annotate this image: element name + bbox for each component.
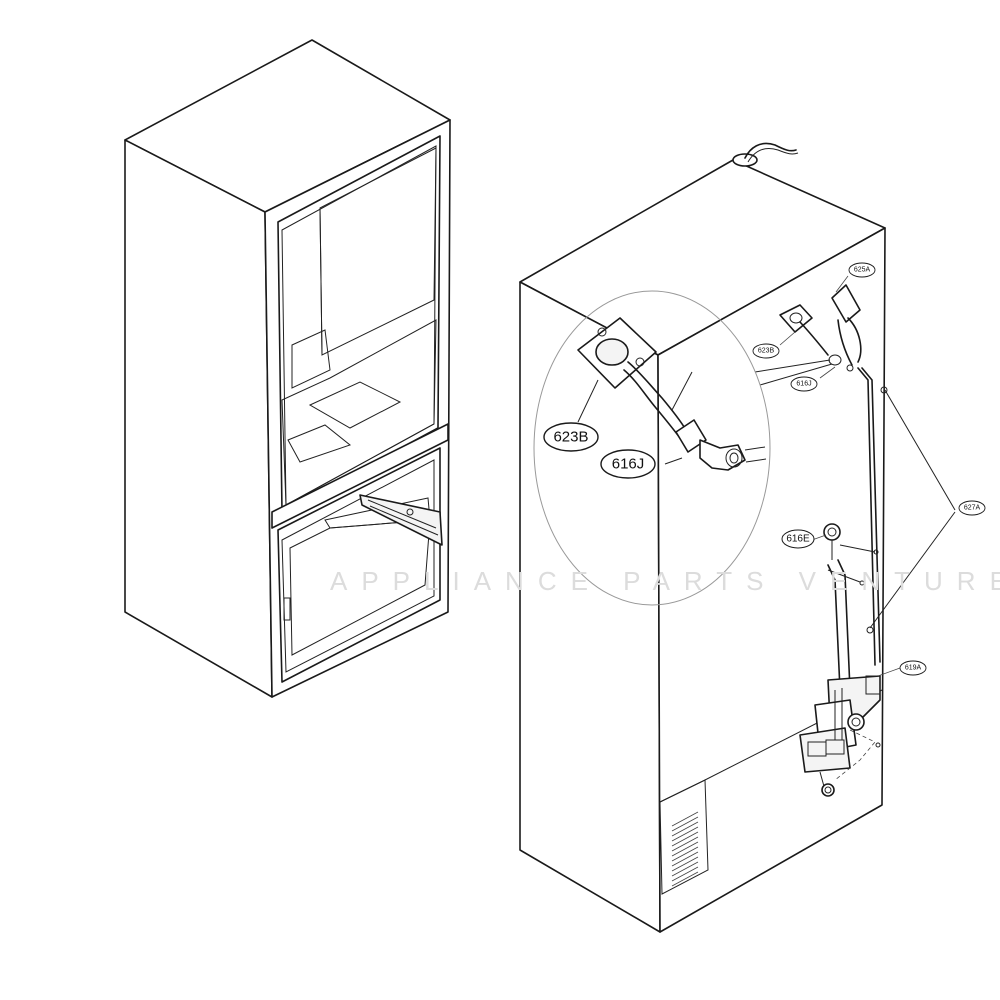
- water-tube-627a: [857, 367, 876, 666]
- front-cabinet-view: [124, 39, 451, 698]
- callout-625a: 625A: [848, 262, 876, 278]
- callout-627a-label: 627A: [964, 505, 981, 512]
- water-valve-619a: [799, 675, 881, 797]
- callout-616j: 616J: [790, 376, 818, 392]
- callout-619a: 619A: [899, 660, 927, 676]
- zoom-nut: [675, 419, 707, 453]
- callout-616j-zoom-label: 616J: [612, 456, 645, 473]
- callout-616e-label: 616E: [786, 534, 810, 545]
- watermark: APPLIANCE PARTS VENTURES: [330, 566, 1000, 596]
- rear-cabinet-view: [519, 142, 956, 933]
- callout-623b-zoom: 623B: [543, 422, 599, 452]
- inlet-valve-625a: [831, 284, 862, 366]
- callout-627a: 627A: [958, 500, 986, 516]
- callout-616e: 616E: [781, 529, 815, 549]
- callout-625a-label: 625A: [854, 267, 871, 274]
- callout-623b-label: 623B: [758, 348, 775, 355]
- clamp-616e: [823, 523, 879, 560]
- callout-616j-label: 616J: [796, 381, 811, 388]
- callout-616j-zoom: 616J: [600, 449, 656, 479]
- water-fitting-623b: [779, 304, 829, 356]
- callout-623b-zoom-label: 623B: [553, 429, 588, 446]
- detail-zoom-bubble: [533, 290, 833, 606]
- vent-grille: [671, 811, 699, 887]
- callout-619a-label: 619A: [905, 665, 922, 672]
- callout-623b: 623B: [752, 343, 780, 359]
- cord-grommet: [732, 153, 758, 167]
